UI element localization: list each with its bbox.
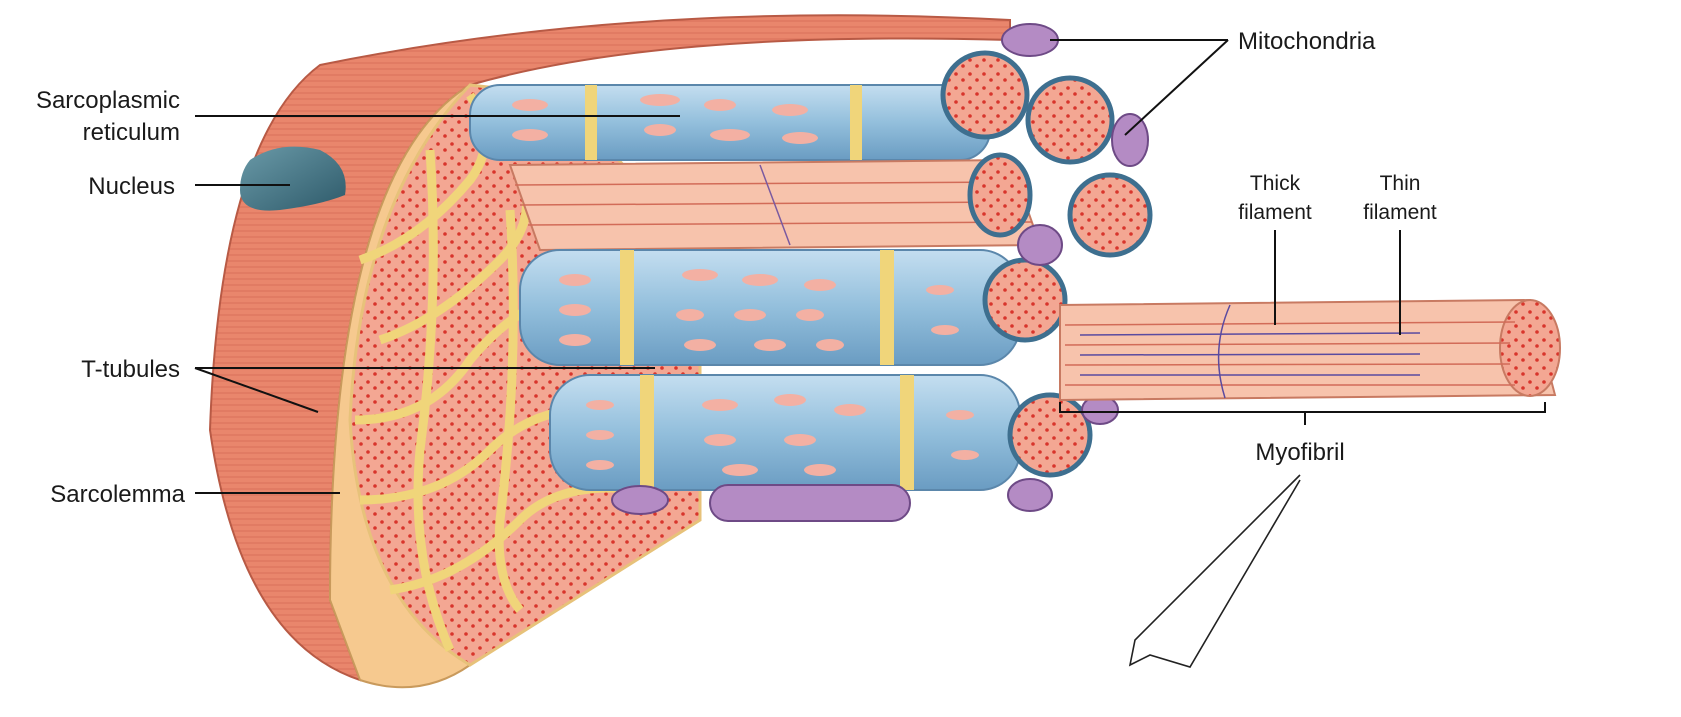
label-t-tubules: T-tubules: [81, 356, 180, 383]
sarcoplasmic-reticulum-top: [470, 85, 990, 160]
label-sarcoplasmic-1: Sarcoplasmic: [36, 87, 180, 114]
label-thin-2: filament: [1363, 201, 1437, 224]
striated-myofibril-band: [510, 160, 1040, 250]
callout-arrow: [1130, 475, 1300, 667]
myofibril-bracket: [1060, 402, 1545, 425]
label-sarcoplasmic-2: reticulum: [83, 119, 180, 146]
label-thick-1: Thick: [1250, 172, 1301, 195]
sarcoplasmic-reticulum-lower: [550, 375, 1020, 490]
label-thin-1: Thin: [1380, 172, 1421, 195]
label-thick-2: filament: [1238, 201, 1312, 224]
sarcoplasmic-reticulum-middle: [520, 250, 1020, 365]
label-myofibril: Myofibril: [1255, 439, 1344, 466]
extended-myofibril: [1060, 300, 1560, 400]
label-nucleus: Nucleus: [88, 173, 175, 200]
label-mitochondria: Mitochondria: [1238, 28, 1376, 55]
label-sarcolemma: Sarcolemma: [50, 481, 185, 508]
